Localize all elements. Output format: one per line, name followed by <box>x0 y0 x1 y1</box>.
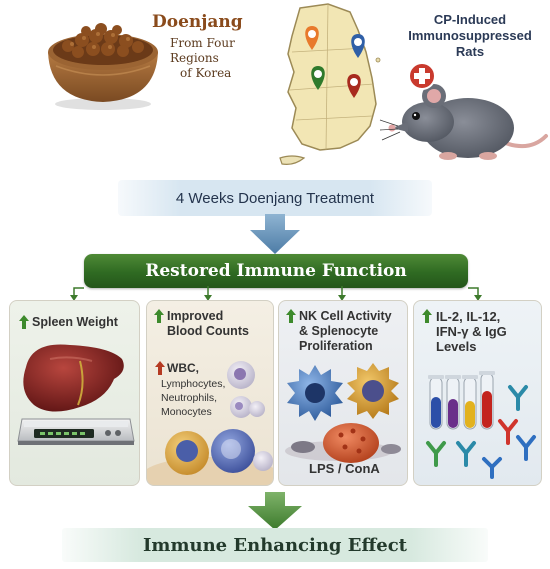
panel-connectors <box>70 286 482 301</box>
nk-label-line2: & Splenocyte <box>299 324 379 338</box>
blue-pin-icon <box>351 34 365 58</box>
lps-cona-label: LPS / ConA <box>309 461 380 476</box>
yellow-cell-icon <box>347 363 399 419</box>
rat-title-line1: CP-Induced <box>433 12 507 27</box>
blue-nk-cell-icon <box>287 365 343 421</box>
test-tubes-antibodies-icon <box>426 371 536 479</box>
blood-label-line2: Blood Counts <box>167 324 249 338</box>
cytokine-label-line2: IFN-γ & IgG <box>436 324 507 339</box>
blood-cells-icon <box>147 361 273 485</box>
rat-icon <box>379 62 548 160</box>
doenjang-subtitle: From Four Regions of Korea <box>170 36 280 81</box>
nk-cell-activity-label: NK Cell Activity & Splenocyte Proliferat… <box>299 309 392 354</box>
spleen-weight-label: Spleen Weight <box>32 315 118 329</box>
down-arrow-icon <box>250 214 300 254</box>
cell-type-lymphocytes: Lymphocytes, <box>161 378 226 390</box>
red-cross-badge-icon <box>408 62 436 90</box>
wbc-label: WBC, <box>167 361 199 375</box>
nk-label-line3: Proliferation <box>299 339 373 353</box>
up-arrow-icon <box>286 309 296 323</box>
blood-label-line1: Improved <box>167 309 224 323</box>
up-arrow-icon <box>154 309 164 323</box>
doenjang-subtitle-line2: of Korea <box>180 66 232 80</box>
korea-map-icon <box>279 3 381 165</box>
cytokine-label-line3: Levels <box>436 339 477 354</box>
cell-type-monocytes: Monocytes <box>161 406 212 418</box>
antibody-icons <box>426 385 536 479</box>
orange-pin-icon <box>305 26 319 50</box>
nk-cell-panel: NK Cell Activity & Splenocyte Proliferat… <box>278 300 408 486</box>
doenjang-title: Doenjang <box>152 12 243 32</box>
rat-title-line2: Immunosuppressed <box>408 28 532 43</box>
doenjang-bowl-icon <box>48 23 158 110</box>
red-up-arrow-icon <box>155 361 165 375</box>
immune-enhancing-effect-banner: Immune Enhancing Effect <box>62 528 488 562</box>
doenjang-subtitle-line1: From Four Regions <box>170 36 235 65</box>
rat-title: CP-Induced Immunosuppressed Rats <box>390 12 550 60</box>
up-arrow-icon <box>19 315 29 329</box>
spleen-panel: Spleen Weight <box>9 300 140 486</box>
treatment-banner: 4 Weeks Doenjang Treatment <box>118 180 432 216</box>
spleen-scale-icon <box>17 344 135 445</box>
red-cell-icon <box>323 423 379 463</box>
cytokines-panel: IL-2, IL-12, IFN-γ & IgG Levels <box>413 300 542 486</box>
up-arrow-icon <box>422 309 432 323</box>
nk-label-line1: NK Cell Activity <box>299 309 392 323</box>
cell-types-list: Lymphocytes, Neutrophils, Monocytes <box>161 377 225 419</box>
test-tubes-icon <box>428 371 495 430</box>
green-pin-icon <box>311 66 325 90</box>
cell-type-neutrophils: Neutrophils, <box>161 392 218 404</box>
rat-title-line3: Rats <box>455 44 485 59</box>
cytokine-label-line1: IL-2, IL-12, <box>436 309 501 324</box>
red-pin-icon <box>347 74 361 98</box>
blood-counts-panel: Improved Blood Counts WBC, Lymphocytes, … <box>146 300 274 486</box>
cytokine-levels-label: IL-2, IL-12, IFN-γ & IgG Levels <box>436 309 507 354</box>
nk-cells-icon <box>285 363 401 463</box>
down-arrow-green-icon <box>248 492 302 530</box>
restored-immune-function-bar: Restored Immune Function <box>84 254 468 288</box>
improved-blood-counts-label: Improved Blood Counts <box>167 309 249 339</box>
